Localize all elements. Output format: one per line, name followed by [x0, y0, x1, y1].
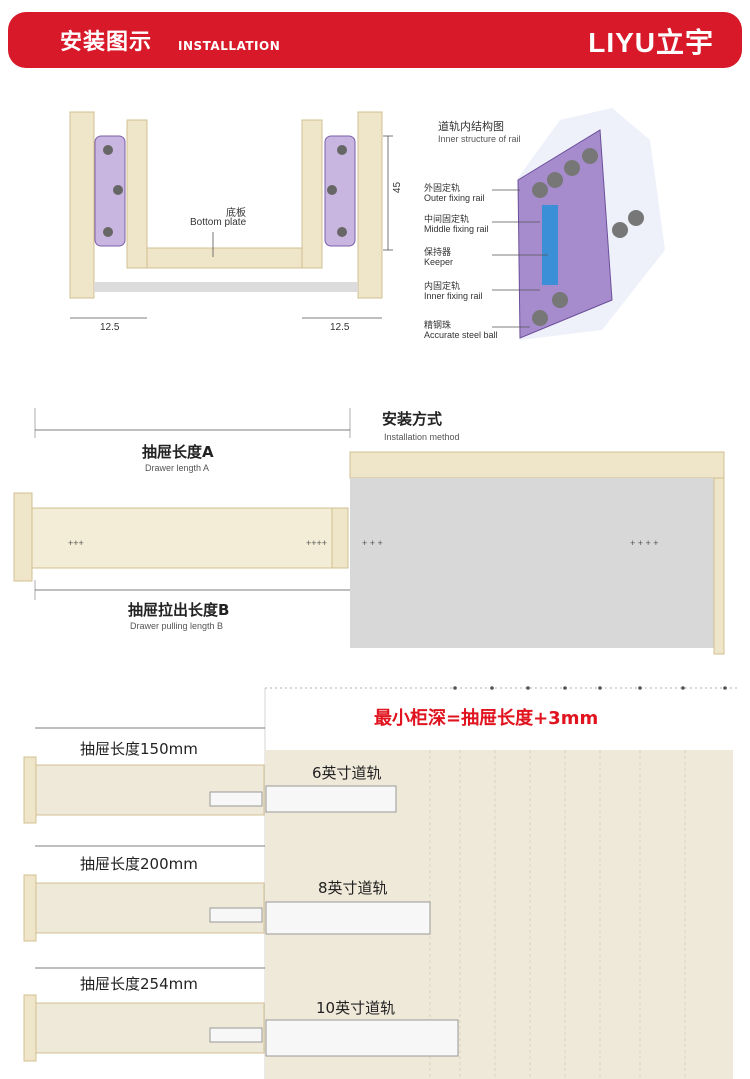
structure-title-cn: 道轨内结构图	[438, 120, 504, 133]
right-cabinet-panel	[357, 111, 383, 299]
steel-ball-en: Accurate steel ball	[424, 330, 498, 340]
row3-rail-size: 10英寸道轨	[316, 999, 396, 1017]
drawer-length-b-cn: 抽屉拉出长度B	[128, 601, 230, 619]
header-banner: 安装图示 INSTALLATION LIYU立宇	[8, 12, 742, 68]
height-dimension: 45	[392, 181, 404, 194]
drawer-length-a-cn: 抽屉长度A	[142, 443, 214, 461]
header-title: 安装图示	[60, 30, 153, 55]
min-cabinet-depth-formula: 最小柜深=抽屉长度+3mm	[374, 708, 599, 729]
rail-10in	[265, 1019, 459, 1057]
outer-rail-cn: 外固定轨	[424, 183, 461, 193]
rail-8in	[265, 901, 431, 935]
drawer-body	[31, 507, 333, 569]
drawer-hole-marks-right: ++++	[306, 538, 328, 548]
cabinet-hole-marks-left: + + +	[362, 538, 383, 548]
middle-rail-cn: 中间固定轨	[424, 214, 470, 224]
drawer-left-side	[126, 119, 148, 269]
row2-rail-size: 8英寸道轨	[318, 879, 388, 897]
keeper-cn: 保持器	[424, 247, 452, 257]
keeper-strip	[542, 205, 558, 285]
drawer-front-panel	[13, 492, 33, 582]
steel-ball-cn: 精钢珠	[424, 320, 452, 330]
rail-structure-profile	[517, 129, 613, 339]
left-cabinet-panel	[69, 111, 95, 299]
inner-rail-en: Inner fixing rail	[424, 291, 483, 301]
inner-rail-cn: 内固定轨	[424, 281, 461, 291]
right-rail	[324, 135, 356, 247]
cabinet-hole-marks-right: + + + +	[630, 538, 659, 548]
row1-rail-size: 6英寸道轨	[312, 764, 382, 782]
row1-drawer-length: 抽屉长度150mm	[80, 740, 198, 758]
drawer-length-b-en: Drawer pulling length B	[130, 621, 224, 631]
keeper-en: Keeper	[424, 257, 454, 267]
cabinet-box	[350, 478, 714, 648]
left-gap-dimension: 12.5	[100, 322, 120, 333]
bottom-plate-label-cn: 底板	[226, 208, 246, 219]
left-rail	[94, 135, 126, 247]
brand-logo: LIYU立宇	[588, 27, 714, 58]
installation-method-en: Installation method	[384, 432, 460, 442]
structure-title-en: Inner structure of rail	[438, 134, 521, 144]
outer-rail-en: Outer fixing rail	[424, 193, 485, 203]
right-gap-dimension: 12.5	[330, 322, 350, 333]
drawer-length-a-en: Drawer length A	[145, 463, 210, 473]
cabinet-top	[349, 451, 725, 479]
floor-strip	[94, 282, 358, 292]
drawer-hole-marks-left: +++	[68, 538, 84, 548]
installation-method-cn: 安装方式	[382, 410, 443, 428]
rail-6in	[265, 785, 397, 813]
drawer-right-side	[301, 119, 323, 269]
drawer-back-panel	[331, 507, 349, 569]
middle-rail-en: Middle fixing rail	[424, 224, 489, 234]
header-subtitle: INSTALLATION	[178, 39, 281, 53]
cabinet-side	[713, 477, 725, 655]
drawer-150	[35, 764, 265, 816]
bottom-plate	[146, 247, 303, 269]
row2-drawer-length: 抽屉长度200mm	[80, 855, 198, 873]
bottom-plate-label-en: Bottom plate	[190, 217, 247, 228]
row3-drawer-length: 抽屉长度254mm	[80, 975, 198, 993]
